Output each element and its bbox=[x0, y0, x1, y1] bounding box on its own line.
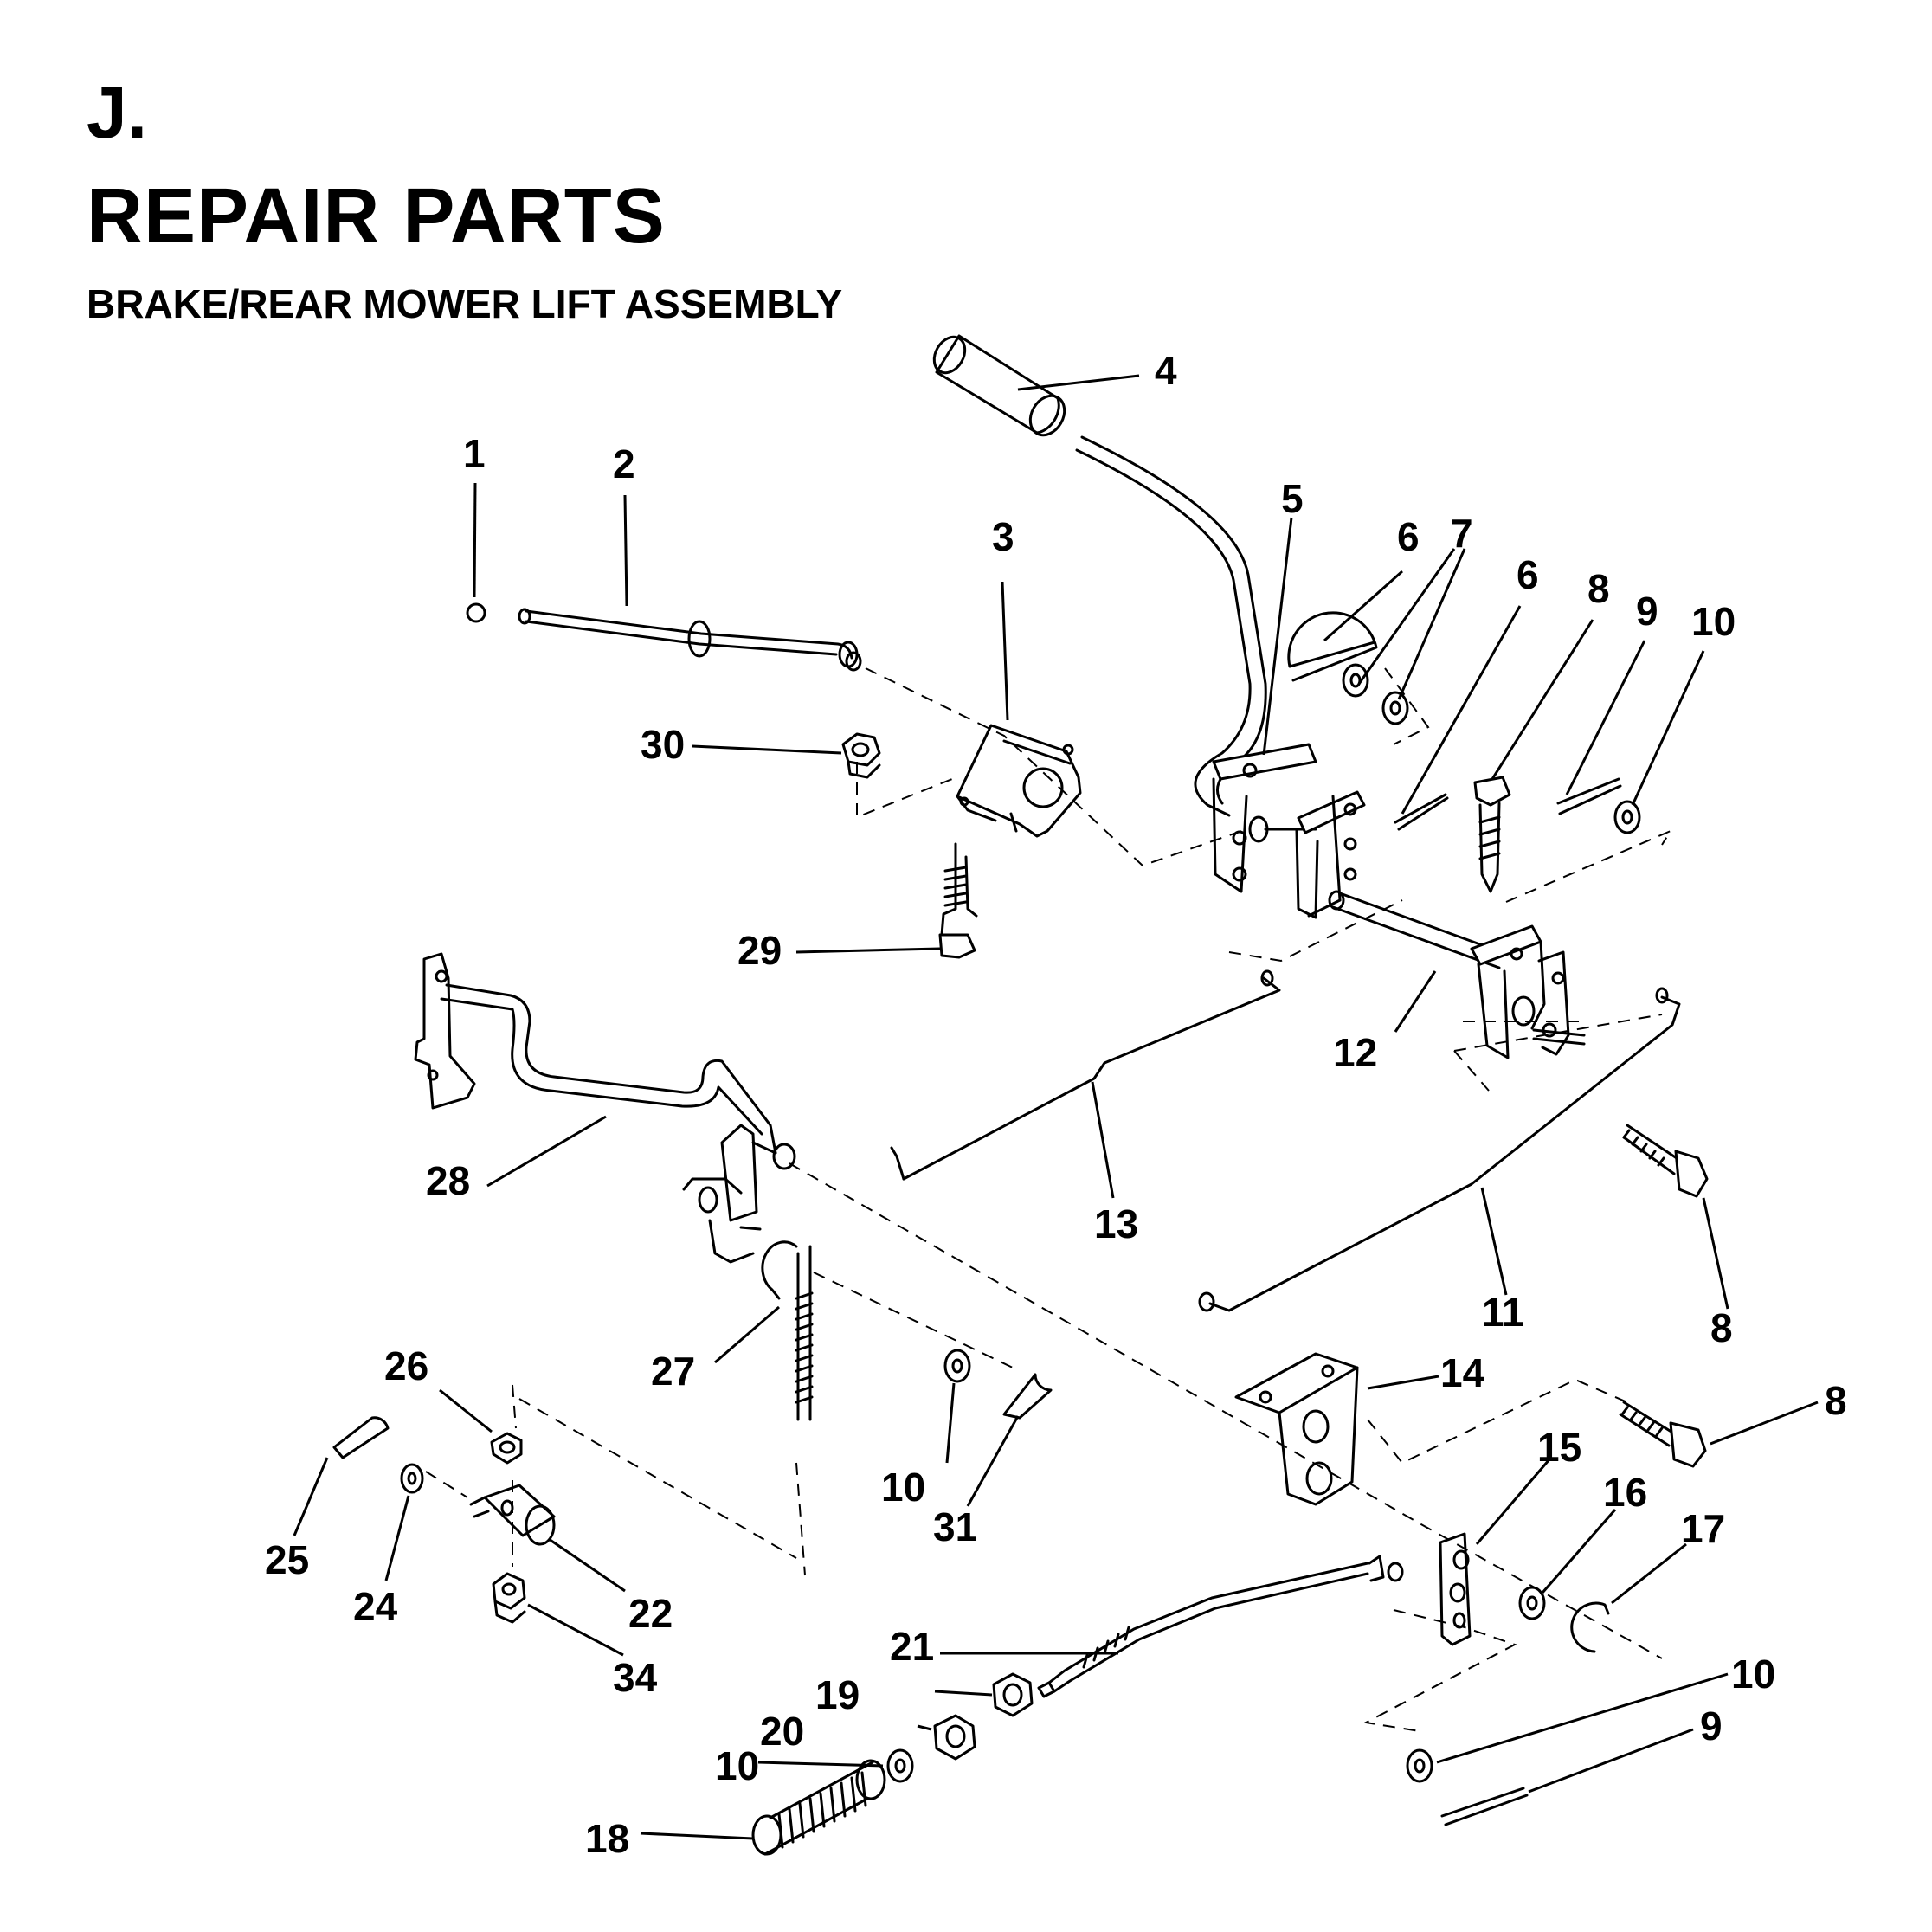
callout-30: 30 bbox=[641, 722, 685, 767]
part-8-bolt-far-right bbox=[1619, 1401, 1707, 1468]
part-18-spring bbox=[751, 1759, 886, 1856]
callout-2: 2 bbox=[613, 441, 635, 486]
callout-10-lower: 10 bbox=[715, 1743, 759, 1788]
dashed-assembly-lines bbox=[425, 667, 1673, 1732]
callout-labels: 4 1 2 3 5 6 7 6 8 9 10 30 29 12 13 28 11… bbox=[265, 348, 1847, 1861]
page-title: REPAIR PARTS bbox=[87, 173, 666, 260]
part-4-grip bbox=[932, 334, 1066, 437]
callout-20: 20 bbox=[760, 1709, 804, 1754]
part-8-bolt-upper bbox=[1473, 776, 1511, 893]
callout-8-upper: 8 bbox=[1587, 566, 1610, 611]
callout-17: 17 bbox=[1681, 1506, 1725, 1551]
callout-3: 3 bbox=[992, 514, 1014, 559]
part-29-bolt bbox=[938, 842, 978, 959]
assembly-subtitle: BRAKE/REAR MOWER LIFT ASSEMBLY bbox=[87, 281, 843, 326]
part-34-nut bbox=[492, 1572, 526, 1624]
callout-4: 4 bbox=[1155, 348, 1177, 393]
part-13-rod bbox=[902, 976, 1281, 1181]
part-7-washers bbox=[1342, 663, 1409, 725]
callout-26: 26 bbox=[384, 1343, 428, 1388]
callout-14: 14 bbox=[1440, 1350, 1485, 1395]
part-19-nut bbox=[992, 1672, 1034, 1717]
callout-27: 27 bbox=[651, 1349, 695, 1394]
callout-25: 25 bbox=[265, 1537, 309, 1582]
part-17-e-clip bbox=[1570, 1601, 1610, 1653]
callout-16: 16 bbox=[1603, 1470, 1647, 1515]
part-10-washer-upper bbox=[1613, 800, 1641, 834]
part-2-rod bbox=[518, 608, 862, 672]
callout-22: 22 bbox=[628, 1591, 673, 1636]
callout-5: 5 bbox=[1281, 476, 1304, 521]
callout-9-lower: 9 bbox=[1700, 1703, 1723, 1748]
callout-24: 24 bbox=[353, 1584, 398, 1629]
callout-1: 1 bbox=[463, 431, 486, 476]
part-9-cotter-pin-lower bbox=[1440, 1787, 1529, 1826]
part-25-hitch-pin bbox=[332, 1416, 390, 1459]
callout-6-upper: 6 bbox=[1397, 514, 1420, 559]
callout-31: 31 bbox=[933, 1504, 977, 1549]
part-6-cotter-pin-lower bbox=[1394, 793, 1449, 831]
part-8-bolt-right bbox=[1622, 1124, 1709, 1198]
leader-lines bbox=[293, 374, 1819, 1840]
part-6-cotter-pin-upper bbox=[1287, 611, 1378, 682]
callout-10-mid: 10 bbox=[881, 1465, 925, 1510]
callout-10-lower-right: 10 bbox=[1731, 1652, 1775, 1697]
part-22-pivot bbox=[469, 1484, 556, 1546]
part-11-rod bbox=[1208, 995, 1681, 1312]
callout-29: 29 bbox=[737, 928, 782, 973]
part-26-nut bbox=[490, 1432, 523, 1465]
callout-34: 34 bbox=[613, 1655, 658, 1700]
callout-13: 13 bbox=[1094, 1201, 1138, 1246]
part-10-washer-lower bbox=[886, 1748, 914, 1783]
part-10-washer-mid bbox=[943, 1349, 971, 1383]
part-24-washer bbox=[400, 1463, 424, 1494]
part-10-washer-lower-right bbox=[1406, 1748, 1433, 1783]
callout-10-upper: 10 bbox=[1691, 599, 1736, 644]
callout-18: 18 bbox=[585, 1816, 629, 1861]
callout-9-upper: 9 bbox=[1636, 589, 1658, 634]
part-30-nut bbox=[841, 732, 881, 779]
part-12-shaft-assembly bbox=[1264, 790, 1586, 1059]
callout-12: 12 bbox=[1333, 1030, 1377, 1075]
callout-21: 21 bbox=[890, 1624, 934, 1669]
part-3-bracket bbox=[956, 724, 1082, 838]
part-5-lift-handle bbox=[1075, 435, 1317, 893]
section-letter: J. bbox=[87, 72, 148, 153]
part-21-threaded-rod bbox=[1037, 1555, 1404, 1698]
callout-8-right: 8 bbox=[1710, 1305, 1733, 1350]
callout-15: 15 bbox=[1537, 1425, 1581, 1470]
part-9-cotter-pin-upper bbox=[1556, 777, 1622, 815]
part-14-bracket bbox=[1234, 1352, 1359, 1506]
part-20-nut bbox=[933, 1714, 976, 1761]
callout-28: 28 bbox=[426, 1158, 470, 1203]
part-1-pin bbox=[466, 602, 486, 623]
callout-19: 19 bbox=[815, 1672, 860, 1717]
part-16-washer bbox=[1518, 1586, 1546, 1620]
callout-6-lower: 6 bbox=[1517, 552, 1539, 597]
part-28-lift-shaft bbox=[414, 952, 796, 1264]
callout-7: 7 bbox=[1451, 511, 1473, 556]
part-31-hitch-pin bbox=[1002, 1373, 1053, 1420]
callout-11: 11 bbox=[1482, 1290, 1524, 1335]
part-15-link bbox=[1439, 1532, 1472, 1646]
callout-8-far-right: 8 bbox=[1825, 1378, 1847, 1423]
part-27-eyebolt bbox=[761, 1240, 814, 1421]
